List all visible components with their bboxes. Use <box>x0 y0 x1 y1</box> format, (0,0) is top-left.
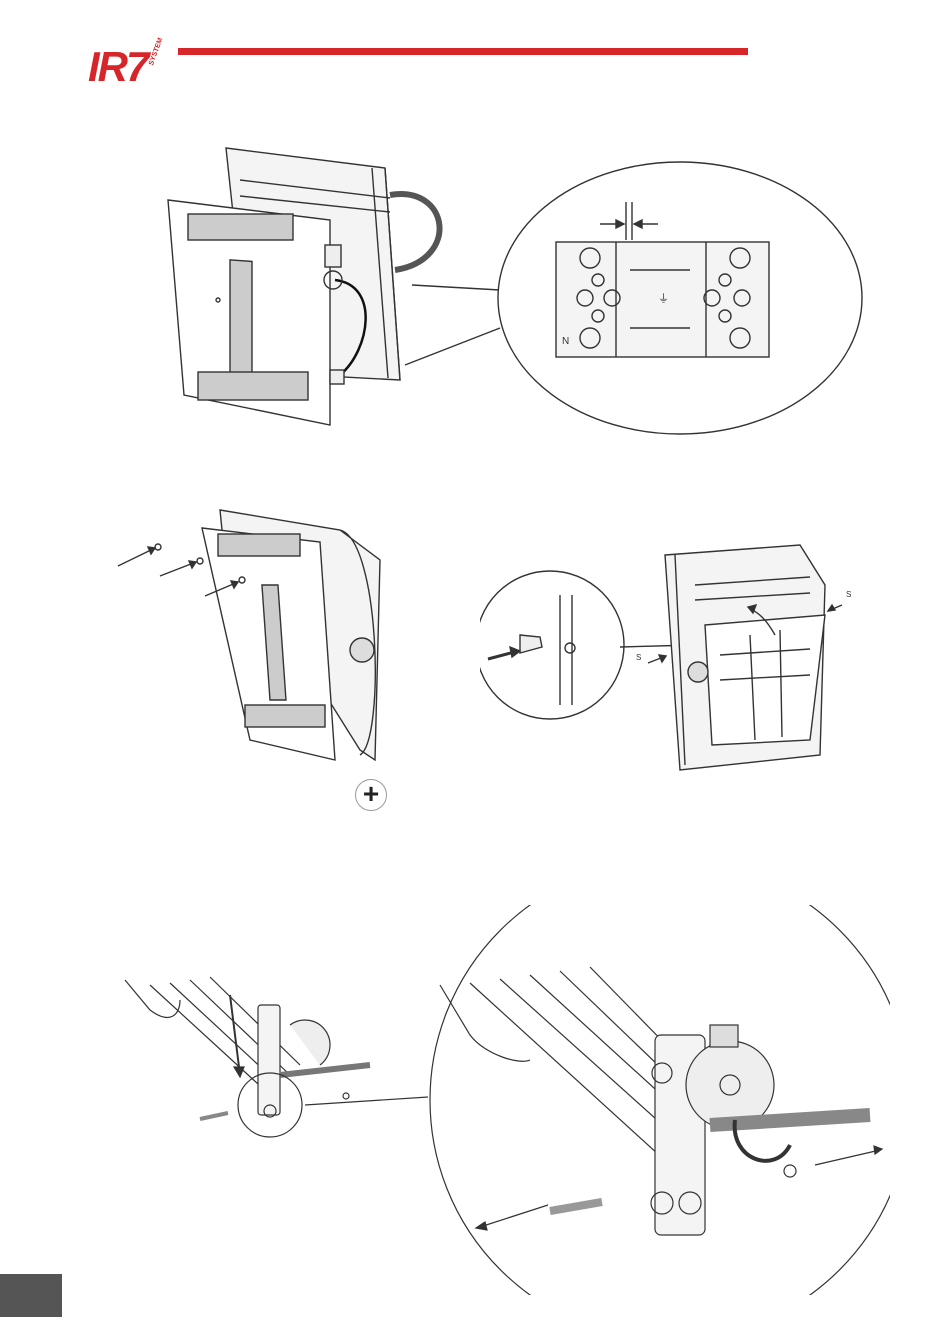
figure-wiring: N ⏚ <box>160 140 870 440</box>
header-bar <box>178 48 748 55</box>
screw-label-left: S <box>636 653 641 662</box>
screw-label-right: S <box>846 590 851 599</box>
page-number <box>0 1274 62 1317</box>
terminal-label-earth: ⏚ <box>658 292 669 305</box>
figure-clip-insertion: S S <box>480 525 870 775</box>
figure-bracket-bolt <box>110 905 890 1295</box>
figure-panel-screws <box>110 500 400 780</box>
logo-text: IR7 <box>88 44 147 90</box>
logo-subtext: SYSTEM <box>148 37 164 66</box>
plus-icon: + <box>355 779 387 811</box>
terminal-label-n: N <box>562 336 569 347</box>
brand-logo: IR7 SYSTEM <box>88 44 178 94</box>
